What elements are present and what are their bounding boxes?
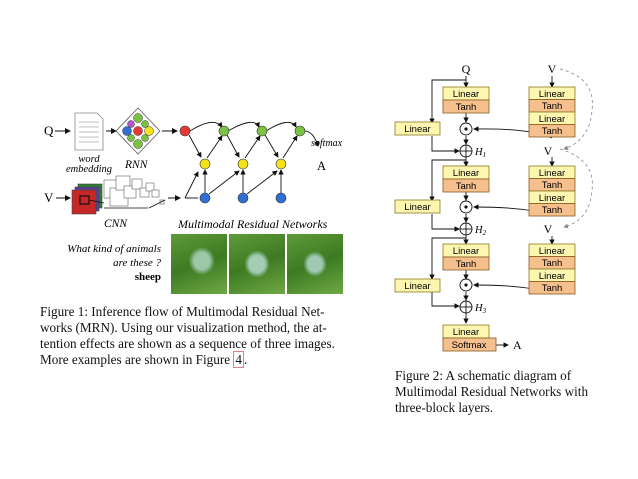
answer-label: sheep [135, 271, 161, 283]
shortcut-linear-2: Linear [404, 202, 430, 213]
q-linear-1: Linear [453, 89, 479, 100]
v-block-2: Linear Tanh Linear Tanh [528, 165, 576, 217]
yellow-node-2 [237, 158, 249, 170]
blue-node-2 [237, 192, 249, 204]
output-a: A [513, 338, 522, 352]
v-linear-3a: Linear [539, 246, 565, 257]
v-linear-2b: Linear [539, 193, 565, 204]
sum-node-2 [459, 222, 473, 236]
figure-1-caption: Figure 1: Inference flow of Multimodal R… [40, 304, 370, 368]
h1-label: H1 [474, 147, 486, 159]
blue-node-3 [275, 192, 287, 204]
multiply-node-1 [459, 122, 473, 136]
attention-image-2 [229, 234, 285, 294]
multiply-node-2 [459, 200, 473, 214]
q-tanh-2: Tanh [456, 181, 477, 192]
caption-2-line-3: three-block layers. [395, 400, 494, 415]
q-input-label: Q [44, 123, 54, 138]
caption-1-line-3: tention effects are shown as a sequence … [40, 336, 335, 351]
multiply-node-3 [459, 278, 473, 292]
cnn-image-stack-icon [71, 175, 166, 215]
sum-node-3 [459, 300, 473, 314]
caption-1-line-1: Figure 1: Inference flow of Multimodal R… [40, 304, 325, 319]
q-tanh-1: Tanh [456, 102, 477, 113]
cnn-label: CNN [104, 218, 128, 230]
output-a-label: A [317, 159, 326, 173]
v-block-1: Linear Tanh Linear Tanh [528, 86, 576, 138]
v-tanh-1a: Tanh [542, 101, 563, 112]
green-node-2 [256, 125, 268, 137]
caption-2-line-2: Multimodal Residual Networks with [395, 384, 589, 399]
figure-1: Q word embedding RNN [40, 107, 370, 368]
q-tanh-3: Tanh [456, 259, 477, 270]
caption-1-line-4: More examples are shown in Figure 4. [40, 351, 370, 368]
figure-2-diagram: Q V V V [394, 62, 593, 352]
figure-1-diagram: Q word embedding RNN [44, 107, 343, 283]
figure-2: Q V V V [370, 0, 638, 479]
v-tanh-2a: Tanh [542, 180, 563, 191]
caption-1-line-2: works (MRN). Using our visualization met… [40, 320, 327, 335]
attention-image-3 [287, 234, 343, 294]
q-linear-3: Linear [453, 246, 479, 257]
q-label: Q [462, 62, 471, 76]
caption-1-end: . [243, 352, 248, 367]
v-tanh-1b: Tanh [542, 126, 563, 137]
shortcut-linear-1: Linear [404, 124, 430, 135]
mrn-node-graph [184, 121, 320, 199]
v-tanh-3b: Tanh [542, 283, 563, 294]
rnn-label: RNN [124, 159, 149, 171]
v-tanh-3a: Tanh [542, 258, 563, 269]
sum-node-1 [459, 144, 473, 158]
yellow-node-1 [199, 158, 211, 170]
green-node-1 [218, 125, 230, 137]
v-input-label: V [44, 190, 54, 205]
word-embedding-icon [74, 112, 104, 151]
output-softmax: Softmax [452, 340, 487, 351]
q-linear-2: Linear [453, 168, 479, 179]
h3-label: H3 [474, 303, 487, 315]
q-block-2: Linear Tanh [442, 165, 490, 193]
shortcut-linear-3: Linear [404, 281, 430, 292]
blue-node-1 [199, 192, 211, 204]
q-block-1: Linear Tanh [442, 86, 490, 114]
word-label: word [78, 154, 100, 165]
v-linear-3b: Linear [539, 271, 565, 282]
v-label-3: V [544, 222, 553, 236]
figure-2-caption: Figure 2: A schematic diagram of Multimo… [395, 368, 638, 416]
q-block-3: Linear Tanh [442, 243, 490, 271]
softmax-label: softmax [311, 138, 343, 149]
v-linear-1a: Linear [539, 89, 565, 100]
v-label-2: V [544, 144, 553, 158]
v-tanh-2b: Tanh [542, 205, 563, 216]
caption-1-line-4-text: More examples are shown in Figure [40, 352, 234, 367]
caption-2-line-1: Figure 2: A schematic diagram of [395, 368, 572, 383]
red-node [179, 125, 191, 137]
figure-4-link[interactable]: 4 [233, 351, 244, 368]
mrn-title: Multimodal Residual Networks [177, 217, 328, 231]
embedding-label: embedding [66, 164, 112, 175]
output-linear: Linear [453, 327, 479, 338]
v-linear-2a: Linear [539, 168, 565, 179]
yellow-node-3 [275, 158, 287, 170]
v-label-top: V [548, 62, 557, 76]
h2-label: H2 [474, 225, 487, 237]
green-node-3 [294, 125, 306, 137]
v-linear-1b: Linear [539, 114, 565, 125]
question-line-1: What kind of animals [67, 243, 161, 255]
question-line-2: are these ? [113, 257, 161, 269]
rnn-icon [115, 107, 161, 155]
v-block-3: Linear Tanh Linear Tanh [528, 243, 576, 295]
attention-image-1 [171, 234, 227, 294]
